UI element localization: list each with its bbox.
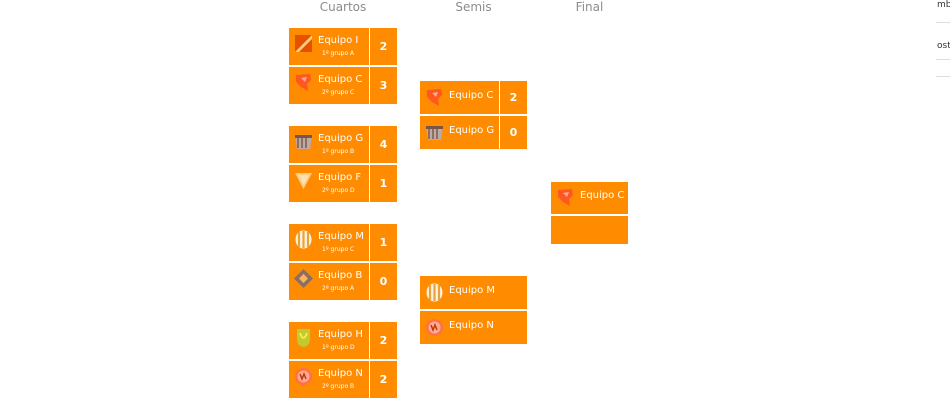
crest-icon-g: [293, 131, 314, 152]
quarterfinal-match-2: Equipo G 1º grupo B 4 Equipo F 2º grupo …: [289, 126, 397, 202]
crest-icon-c: [293, 72, 314, 93]
score-cell: 2: [369, 28, 397, 65]
team-cell: Equipo G: [420, 116, 499, 149]
crest-icon-c: [555, 187, 576, 208]
edge-divider: [936, 76, 950, 77]
quarterfinal-slot[interactable]: Equipo F 2º grupo D 1: [289, 165, 397, 202]
semifinal-slot[interactable]: Equipo N: [420, 311, 527, 344]
team-cell: Equipo C: [420, 81, 499, 114]
score-cell: 1: [369, 224, 397, 261]
team-cell: Equipo H 1º grupo D: [289, 322, 369, 359]
score-cell: 2: [369, 361, 397, 398]
quarterfinal-slot[interactable]: Equipo M 1º grupo C 1: [289, 224, 397, 261]
team-name: Equipo N: [318, 368, 363, 379]
score-cell: 2: [369, 322, 397, 359]
team-name: Equipo M: [318, 231, 365, 242]
round-header-final: Final: [575, 0, 604, 14]
team-name: Equipo H: [318, 329, 363, 340]
crest-icon-b: [293, 268, 314, 289]
team-cell: Equipo C 2º grupo C: [289, 67, 369, 104]
score-cell: 3: [369, 67, 397, 104]
edge-divider: [936, 22, 950, 23]
edge-text-fragment-mid: ost: [937, 41, 950, 51]
team-cell: Equipo N 2º grupo B: [289, 361, 369, 398]
team-name: Equipo C: [580, 190, 625, 201]
crest-icon-f: [293, 170, 314, 191]
semifinal-slot[interactable]: Equipo M: [420, 276, 527, 309]
round-header-semis: Semis: [455, 0, 492, 14]
quarterfinal-match-3: Equipo M 1º grupo C 1 Equipo B 2º grupo …: [289, 224, 397, 300]
team-name: Equipo F: [318, 172, 362, 183]
quarterfinal-match-4: Equipo H 1º grupo D 2 Equipo N 2º grupo …: [289, 322, 397, 398]
quarterfinal-slot[interactable]: Equipo H 1º grupo D 2: [289, 322, 397, 359]
crest-icon-i: [293, 33, 314, 54]
team-cell: Equipo M 1º grupo C: [289, 224, 369, 261]
quarterfinal-slot[interactable]: Equipo G 1º grupo B 4: [289, 126, 397, 163]
crest-icon-m: [293, 229, 314, 250]
team-cell: Equipo G 1º grupo B: [289, 126, 369, 163]
round-header-quarters: Cuartos: [319, 0, 367, 14]
team-group-label: 2º grupo D: [322, 187, 355, 194]
team-name: Equipo I: [318, 35, 359, 46]
final-slot-empty[interactable]: [551, 216, 628, 244]
quarterfinal-slot[interactable]: Equipo B 2º grupo A 0: [289, 263, 397, 300]
score-cell: 4: [369, 126, 397, 163]
team-name: Equipo M: [449, 285, 496, 296]
crest-icon-g: [424, 122, 445, 143]
team-group-label: 2º grupo B: [322, 383, 355, 390]
team-name: Equipo C: [318, 74, 363, 85]
team-name: Equipo B: [318, 270, 363, 281]
team-name: Equipo G: [449, 125, 495, 136]
quarterfinal-match-1: Equipo I 1º grupo A 2 Equipo C 2º grupo …: [289, 28, 397, 104]
crest-icon-h: [293, 327, 314, 348]
team-cell: Equipo B 2º grupo A: [289, 263, 369, 300]
team-cell: Equipo I 1º grupo A: [289, 28, 369, 65]
semifinal-match-2: Equipo M Equipo N: [420, 276, 527, 344]
team-name: Equipo C: [449, 90, 494, 101]
score-cell: 2: [499, 81, 527, 114]
team-cell: Equipo N: [420, 311, 527, 344]
score-cell: 0: [499, 116, 527, 149]
quarterfinal-slot[interactable]: Equipo I 1º grupo A 2: [289, 28, 397, 65]
final-match: Equipo C: [551, 182, 628, 244]
team-group-label: 1º grupo A: [322, 50, 355, 57]
edge-text-fragment-top: mb: [937, 0, 950, 10]
team-group-label: 1º grupo D: [322, 344, 355, 351]
team-cell: Equipo F 2º grupo D: [289, 165, 369, 202]
team-group-label: 2º grupo C: [322, 89, 355, 96]
team-name: Equipo N: [449, 320, 494, 331]
crest-icon-n: [424, 317, 445, 338]
quarterfinal-slot[interactable]: Equipo C 2º grupo C 3: [289, 67, 397, 104]
crest-icon-n: [293, 366, 314, 387]
semifinal-slot[interactable]: Equipo G 0: [420, 116, 527, 149]
final-slot[interactable]: Equipo C: [551, 182, 628, 214]
score-cell: 1: [369, 165, 397, 202]
semifinal-slot[interactable]: Equipo C 2: [420, 81, 527, 114]
team-cell: Equipo M: [420, 276, 527, 309]
team-cell: [551, 216, 628, 244]
semifinal-match-1: Equipo C 2 Equipo G 0: [420, 81, 527, 149]
score-cell: 0: [369, 263, 397, 300]
team-group-label: 2º grupo A: [322, 285, 355, 292]
quarterfinal-slot[interactable]: Equipo N 2º grupo B 2: [289, 361, 397, 398]
edge-divider: [936, 59, 950, 60]
crest-icon-c: [424, 87, 445, 108]
team-name: Equipo G: [318, 133, 364, 144]
team-group-label: 1º grupo C: [322, 246, 355, 253]
team-group-label: 1º grupo B: [322, 148, 355, 155]
team-cell: Equipo C: [551, 182, 628, 214]
crest-icon-m: [424, 282, 445, 303]
